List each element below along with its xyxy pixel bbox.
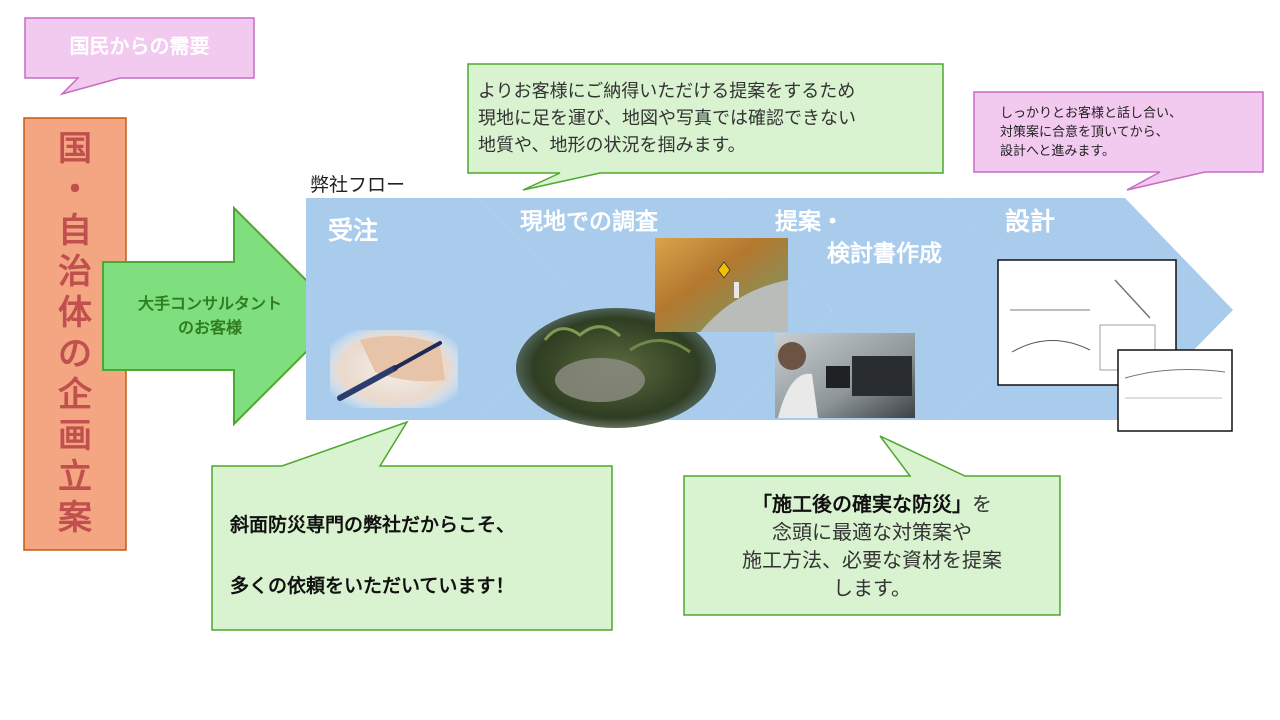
step-proposal-line-2: 検討書作成	[827, 241, 942, 267]
survey-line-2: 現地に足を運び、地図や写真では確認できない	[478, 108, 856, 129]
design-line-3: 設計へと進みます。	[1000, 144, 1116, 159]
mountain-road-photo	[655, 238, 788, 332]
design-drawing-2	[1117, 349, 1233, 432]
order-callout-text: 斜面防災専門の弊社だからこそ、 多くの依頼をいただいています！	[230, 510, 515, 598]
proposal-emphasis: 「施工後の確実な防災」	[752, 492, 972, 516]
survey-line-3: 地質や、地形の状況を掴みます。	[478, 135, 746, 156]
client-vertical-char: の	[58, 334, 92, 374]
order-line-2: 多くの依頼をいただいています！	[230, 575, 515, 597]
client-vertical-char: 企	[58, 375, 92, 415]
proposal-line-3: 施工方法、必要な資材を提案	[742, 548, 1002, 572]
step-survey-label: 現地での調査	[520, 209, 658, 235]
design-callout-text: しっかりとお客様と話し合い、 対策案に合意を頂いてから、 設計へと進みます。	[1000, 104, 1182, 161]
client-arrow-line-2: のお客様	[177, 318, 242, 337]
design-callout	[973, 91, 1264, 191]
proposal-callout	[683, 435, 1061, 616]
step-order-label: 受注	[328, 216, 379, 245]
client-arrow	[102, 205, 344, 427]
survey-callout-text: よりお客様にご納得いただける提案をするため 現地に足を運び、地図や写真では確認で…	[478, 78, 856, 159]
client-arrow-line-1: 大手コンサルタント	[137, 294, 282, 313]
client-vertical-char: 体	[58, 293, 92, 333]
flow-title: 弊社フロー	[310, 174, 406, 196]
order-line-1: 斜面防災専門の弊社だからこそ、	[230, 514, 516, 536]
survey-line-1: よりお客様にご納得いただける提案をするため	[478, 81, 856, 102]
office-worker-photo	[775, 333, 915, 418]
client-vertical-char: 画	[58, 416, 92, 456]
survey-callout	[467, 63, 944, 191]
demand-callout	[24, 17, 255, 96]
proposal-line-4: します。	[833, 576, 911, 600]
pen-writing-photo	[330, 330, 458, 408]
step-proposal-label: 提案・ 検討書作成	[775, 206, 942, 270]
design-line-2: 対策案に合意を頂いてから、	[1000, 125, 1169, 140]
proposal-callout-text: 「施工後の確実な防災」を 念頭に最適な対策案や 施工方法、必要な資材を提案 しま…	[690, 490, 1054, 602]
order-callout	[211, 420, 613, 631]
client-vertical-label: 国・自治体の企画立案	[24, 118, 126, 550]
forest-rock-photo	[516, 308, 716, 428]
proposal-suffix: を	[972, 492, 992, 516]
client-vertical-char: 自	[58, 211, 92, 251]
client-vertical-char: 治	[58, 252, 92, 292]
demand-label: 国民からの需要	[69, 34, 210, 58]
design-line-1: しっかりとお客様と話し合い、	[1000, 106, 1183, 121]
step-proposal-line-1: 提案・	[775, 209, 844, 235]
client-vertical-char: ・	[58, 170, 92, 210]
client-vertical-char: 案	[58, 498, 92, 538]
proposal-line-2: 念頭に最適な対策案や	[772, 520, 972, 544]
client-arrow-label: 大手コンサルタント のお客様	[110, 292, 310, 340]
client-vertical-char: 国	[58, 129, 92, 169]
proposal-line-1: 「施工後の確実な防災」を	[690, 490, 1054, 518]
step-design-label: 設計	[1005, 207, 1056, 236]
client-vertical-char: 立	[58, 457, 92, 497]
